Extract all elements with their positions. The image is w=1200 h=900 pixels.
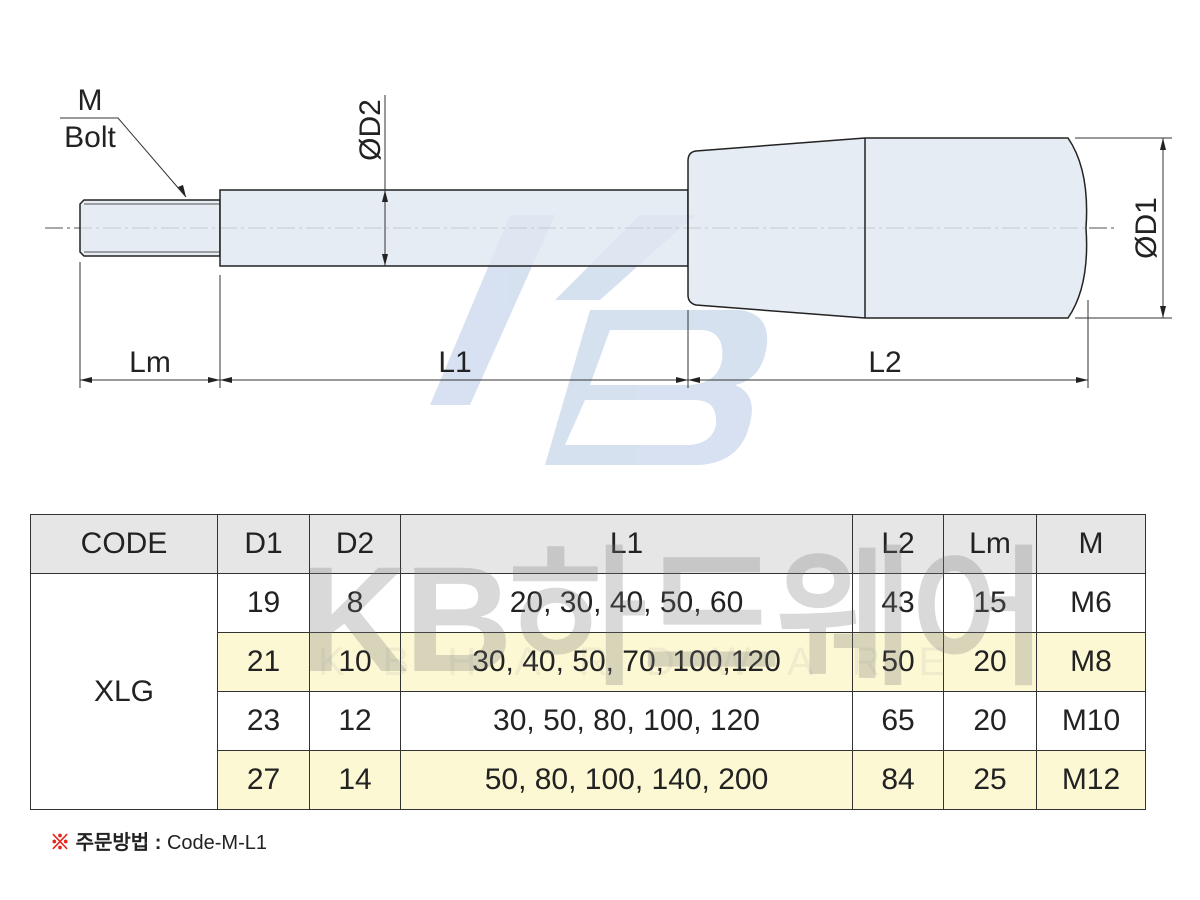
cell-d2: 10 [309,632,401,692]
cell-l1: 30, 40, 50, 70, 100,120 [400,632,853,692]
table-row: 27 14 50, 80, 100, 140, 200 84 25 M12 [31,750,1146,810]
header-lm: Lm [943,514,1037,574]
header-d2: D2 [309,514,401,574]
handle-drawing: M Bolt ØD2 ØD1 Lm L1 L2 [45,84,1172,465]
cell-l1: 50, 80, 100, 140, 200 [400,750,853,810]
cell-d1: 19 [217,573,310,633]
cell-d2: 12 [309,691,401,751]
header-m: M [1036,514,1146,574]
cell-m: M8 [1036,632,1146,692]
cell-l1: 20, 30, 40, 50, 60 [400,573,853,633]
cell-d2: 8 [309,573,401,633]
table-header: CODE D1 D2 L1 L2 Lm M [30,514,1146,574]
cell-l2: 65 [852,691,944,751]
d2-label: ØD2 [354,99,387,161]
note-code: Code-M-L1 [166,832,267,854]
cell-l2: 43 [852,573,944,633]
note-mark: ※ [50,832,70,854]
cell-lm: 15 [943,573,1037,633]
bolt-label: Bolt [64,121,116,154]
cell-m: M12 [1036,750,1146,810]
cell-d1: 23 [217,691,310,751]
cell-l2: 84 [852,750,944,810]
d1-label: ØD1 [1130,197,1163,259]
cell-lm: 20 [943,691,1037,751]
thread-bolt [79,199,221,257]
m-label: M [78,84,103,117]
note-label: 주문방법 : [75,832,162,854]
l2-label: L2 [868,346,901,379]
cell-lm: 25 [943,750,1037,810]
table-row: 23 12 30, 50, 80, 100, 120 65 20 M10 [31,691,1146,751]
cell-l1: 30, 50, 80, 100, 120 [400,691,853,751]
cell-d1: 27 [217,750,310,810]
header-l1: L1 [400,514,853,574]
cell-m: M10 [1036,691,1146,751]
knob [687,137,1088,319]
l1-label: L1 [438,346,471,379]
cell-l2: 50 [852,632,944,692]
header-l2: L2 [852,514,944,574]
header-d1: D1 [217,514,310,574]
cell-lm: 20 [943,632,1037,692]
table-row: 21 10 30, 40, 50, 70, 100,120 50 20 M8 [31,632,1146,692]
order-note: ※ 주문방법 : Code-M-L1 [50,826,267,855]
code-cell: XLG [30,573,218,810]
lm-label: Lm [129,346,171,379]
cell-d1: 21 [217,632,310,692]
header-code: CODE [30,514,218,574]
table-row: XLG 19 8 20, 30, 40, 50, 60 43 15 M6 [30,573,1146,810]
shaft [219,189,689,267]
cell-m: M6 [1036,573,1146,633]
cell-d2: 14 [309,750,401,810]
spec-table: CODE D1 D2 L1 L2 Lm M XLG 19 8 20, 30, 4… [30,514,1146,810]
